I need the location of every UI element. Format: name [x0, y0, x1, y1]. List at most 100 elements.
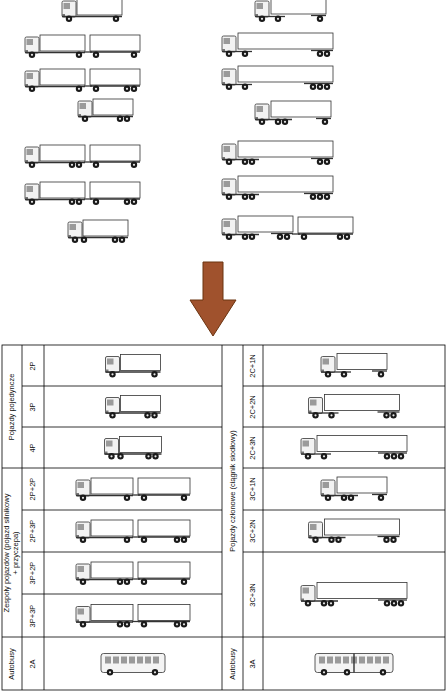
wheel: [124, 495, 130, 501]
wheel-hub: [126, 118, 128, 120]
wheel-hub: [393, 602, 395, 604]
wheel-hub: [109, 671, 111, 673]
wheel: [117, 453, 123, 459]
wheel: [325, 495, 331, 501]
wheel: [124, 116, 130, 122]
wheel: [141, 621, 147, 627]
cab: [76, 522, 90, 538]
wheel: [380, 669, 386, 675]
vehicle-icon: [76, 478, 190, 501]
wheel-hub: [119, 623, 121, 625]
cargo-box: [298, 217, 353, 233]
wheel: [181, 537, 187, 543]
cargo-box: [120, 437, 162, 453]
wheel: [312, 537, 318, 543]
wheel: [181, 621, 187, 627]
wheel-hub: [251, 196, 253, 198]
wheel: [284, 234, 290, 240]
wheel: [242, 84, 248, 90]
wheel: [341, 371, 347, 377]
wheel: [69, 162, 75, 168]
wheel: [112, 237, 118, 243]
wheel: [259, 16, 265, 22]
wheel: [141, 495, 147, 501]
wheel-hub: [114, 239, 116, 241]
chassis: [271, 233, 293, 234]
wheel: [242, 51, 248, 57]
wheel: [76, 162, 82, 168]
wheel-hub: [385, 414, 387, 416]
category-code: 3P+3P: [29, 597, 38, 635]
wheel-hub: [261, 121, 263, 123]
cargo-box: [90, 35, 140, 51]
cab-window: [78, 524, 85, 530]
wheel-hub: [82, 623, 84, 625]
wheel: [29, 86, 35, 92]
cab-window: [323, 482, 330, 488]
wheel: [174, 621, 180, 627]
wheel: [277, 234, 283, 240]
cab: [25, 147, 39, 163]
table-line: [263, 345, 264, 690]
cargo-box: [91, 605, 133, 621]
bus-window: [359, 657, 365, 664]
group-label: Pojazdy członowe (ciągnik siodłowy): [228, 351, 237, 631]
wheel: [348, 495, 354, 501]
wheel-hub: [78, 164, 80, 166]
wheel-hub: [319, 86, 321, 88]
wheel-hub: [31, 164, 33, 166]
cab: [25, 37, 39, 53]
wheel: [249, 234, 255, 240]
cab-window: [224, 71, 231, 77]
wheel-hub: [95, 201, 97, 203]
wheel: [29, 162, 35, 168]
wheel: [109, 412, 115, 418]
cab-window: [257, 3, 264, 9]
vehicle-icon: [105, 437, 162, 460]
cab: [301, 586, 315, 602]
wheel-hub: [228, 86, 230, 88]
cargo-box: [238, 33, 333, 49]
cab-window: [310, 400, 317, 406]
wheel-hub: [74, 239, 76, 241]
wheel-hub: [119, 455, 121, 457]
wheel: [344, 234, 350, 240]
wheel: [93, 86, 99, 92]
table-line: [243, 468, 445, 469]
cab-window: [70, 224, 77, 230]
wheel: [321, 669, 327, 675]
wheel-hub: [133, 88, 135, 90]
table-line: [22, 427, 222, 428]
wheel: [242, 159, 248, 165]
wheel-hub: [343, 373, 345, 375]
wheel: [242, 194, 248, 200]
wheel: [384, 600, 390, 606]
wheel-hub: [133, 54, 135, 56]
wheel-hub: [337, 539, 339, 541]
wheel-hub: [261, 18, 263, 20]
wheel-hub: [31, 88, 33, 90]
cargo-box: [317, 436, 407, 452]
wheel-hub: [126, 201, 128, 203]
cab: [222, 69, 236, 85]
wheel-hub: [143, 539, 145, 541]
chassis: [378, 536, 400, 537]
category-code: 2P: [29, 347, 38, 385]
cab: [255, 1, 269, 17]
wheel-hub: [244, 236, 246, 238]
cab: [105, 439, 119, 455]
cargo-box: [138, 605, 190, 621]
cab: [76, 564, 90, 580]
category-code: 3A: [249, 640, 258, 688]
down-arrow: [190, 262, 236, 336]
bus-window: [121, 657, 127, 664]
wheel-hub: [326, 161, 328, 163]
wheel-hub: [133, 201, 135, 203]
table-line: [44, 345, 45, 690]
wheel: [181, 495, 187, 501]
vehicle-icon: [76, 605, 190, 628]
wheel: [131, 52, 137, 58]
